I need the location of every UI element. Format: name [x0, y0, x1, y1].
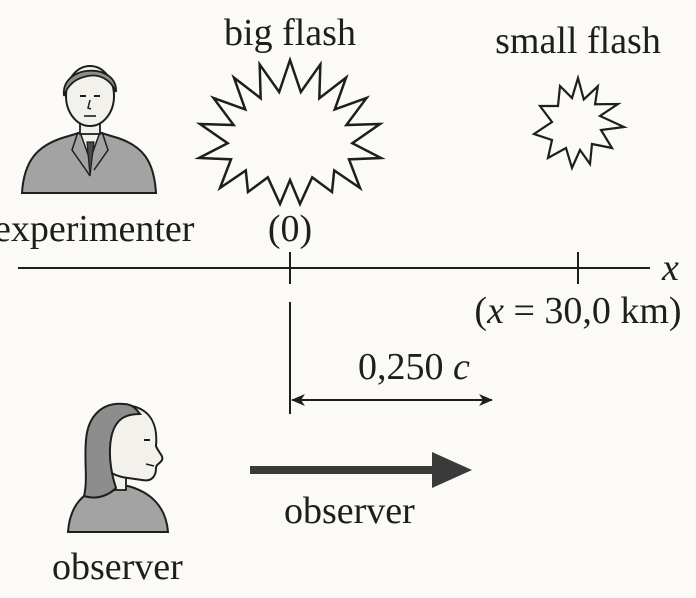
experimenter-icon [20, 65, 158, 194]
position-prefix: ( [474, 290, 488, 332]
speed-unit: c [453, 346, 470, 388]
x-axis-label: x [662, 247, 679, 289]
position-value: = 30,0 km) [503, 290, 682, 332]
origin-label: (0) [267, 208, 313, 250]
position-variable: x [487, 290, 504, 332]
small-flash-label: small flash [495, 20, 661, 62]
observer-label: observer [52, 546, 183, 588]
big-flash-icon [194, 56, 386, 208]
experimenter-label: experimenter [0, 208, 195, 250]
small-flash-icon [531, 73, 628, 172]
big-flash-label: big flash [224, 12, 356, 54]
position-label: (x = 30,0 km) [474, 292, 681, 330]
motion-arrow-icon [250, 452, 472, 488]
observer-icon [66, 402, 170, 533]
speed-value: 0,250 [358, 346, 444, 388]
speed-label: 0,250 c [358, 348, 470, 386]
observer-arrow-label: observer [284, 490, 415, 532]
